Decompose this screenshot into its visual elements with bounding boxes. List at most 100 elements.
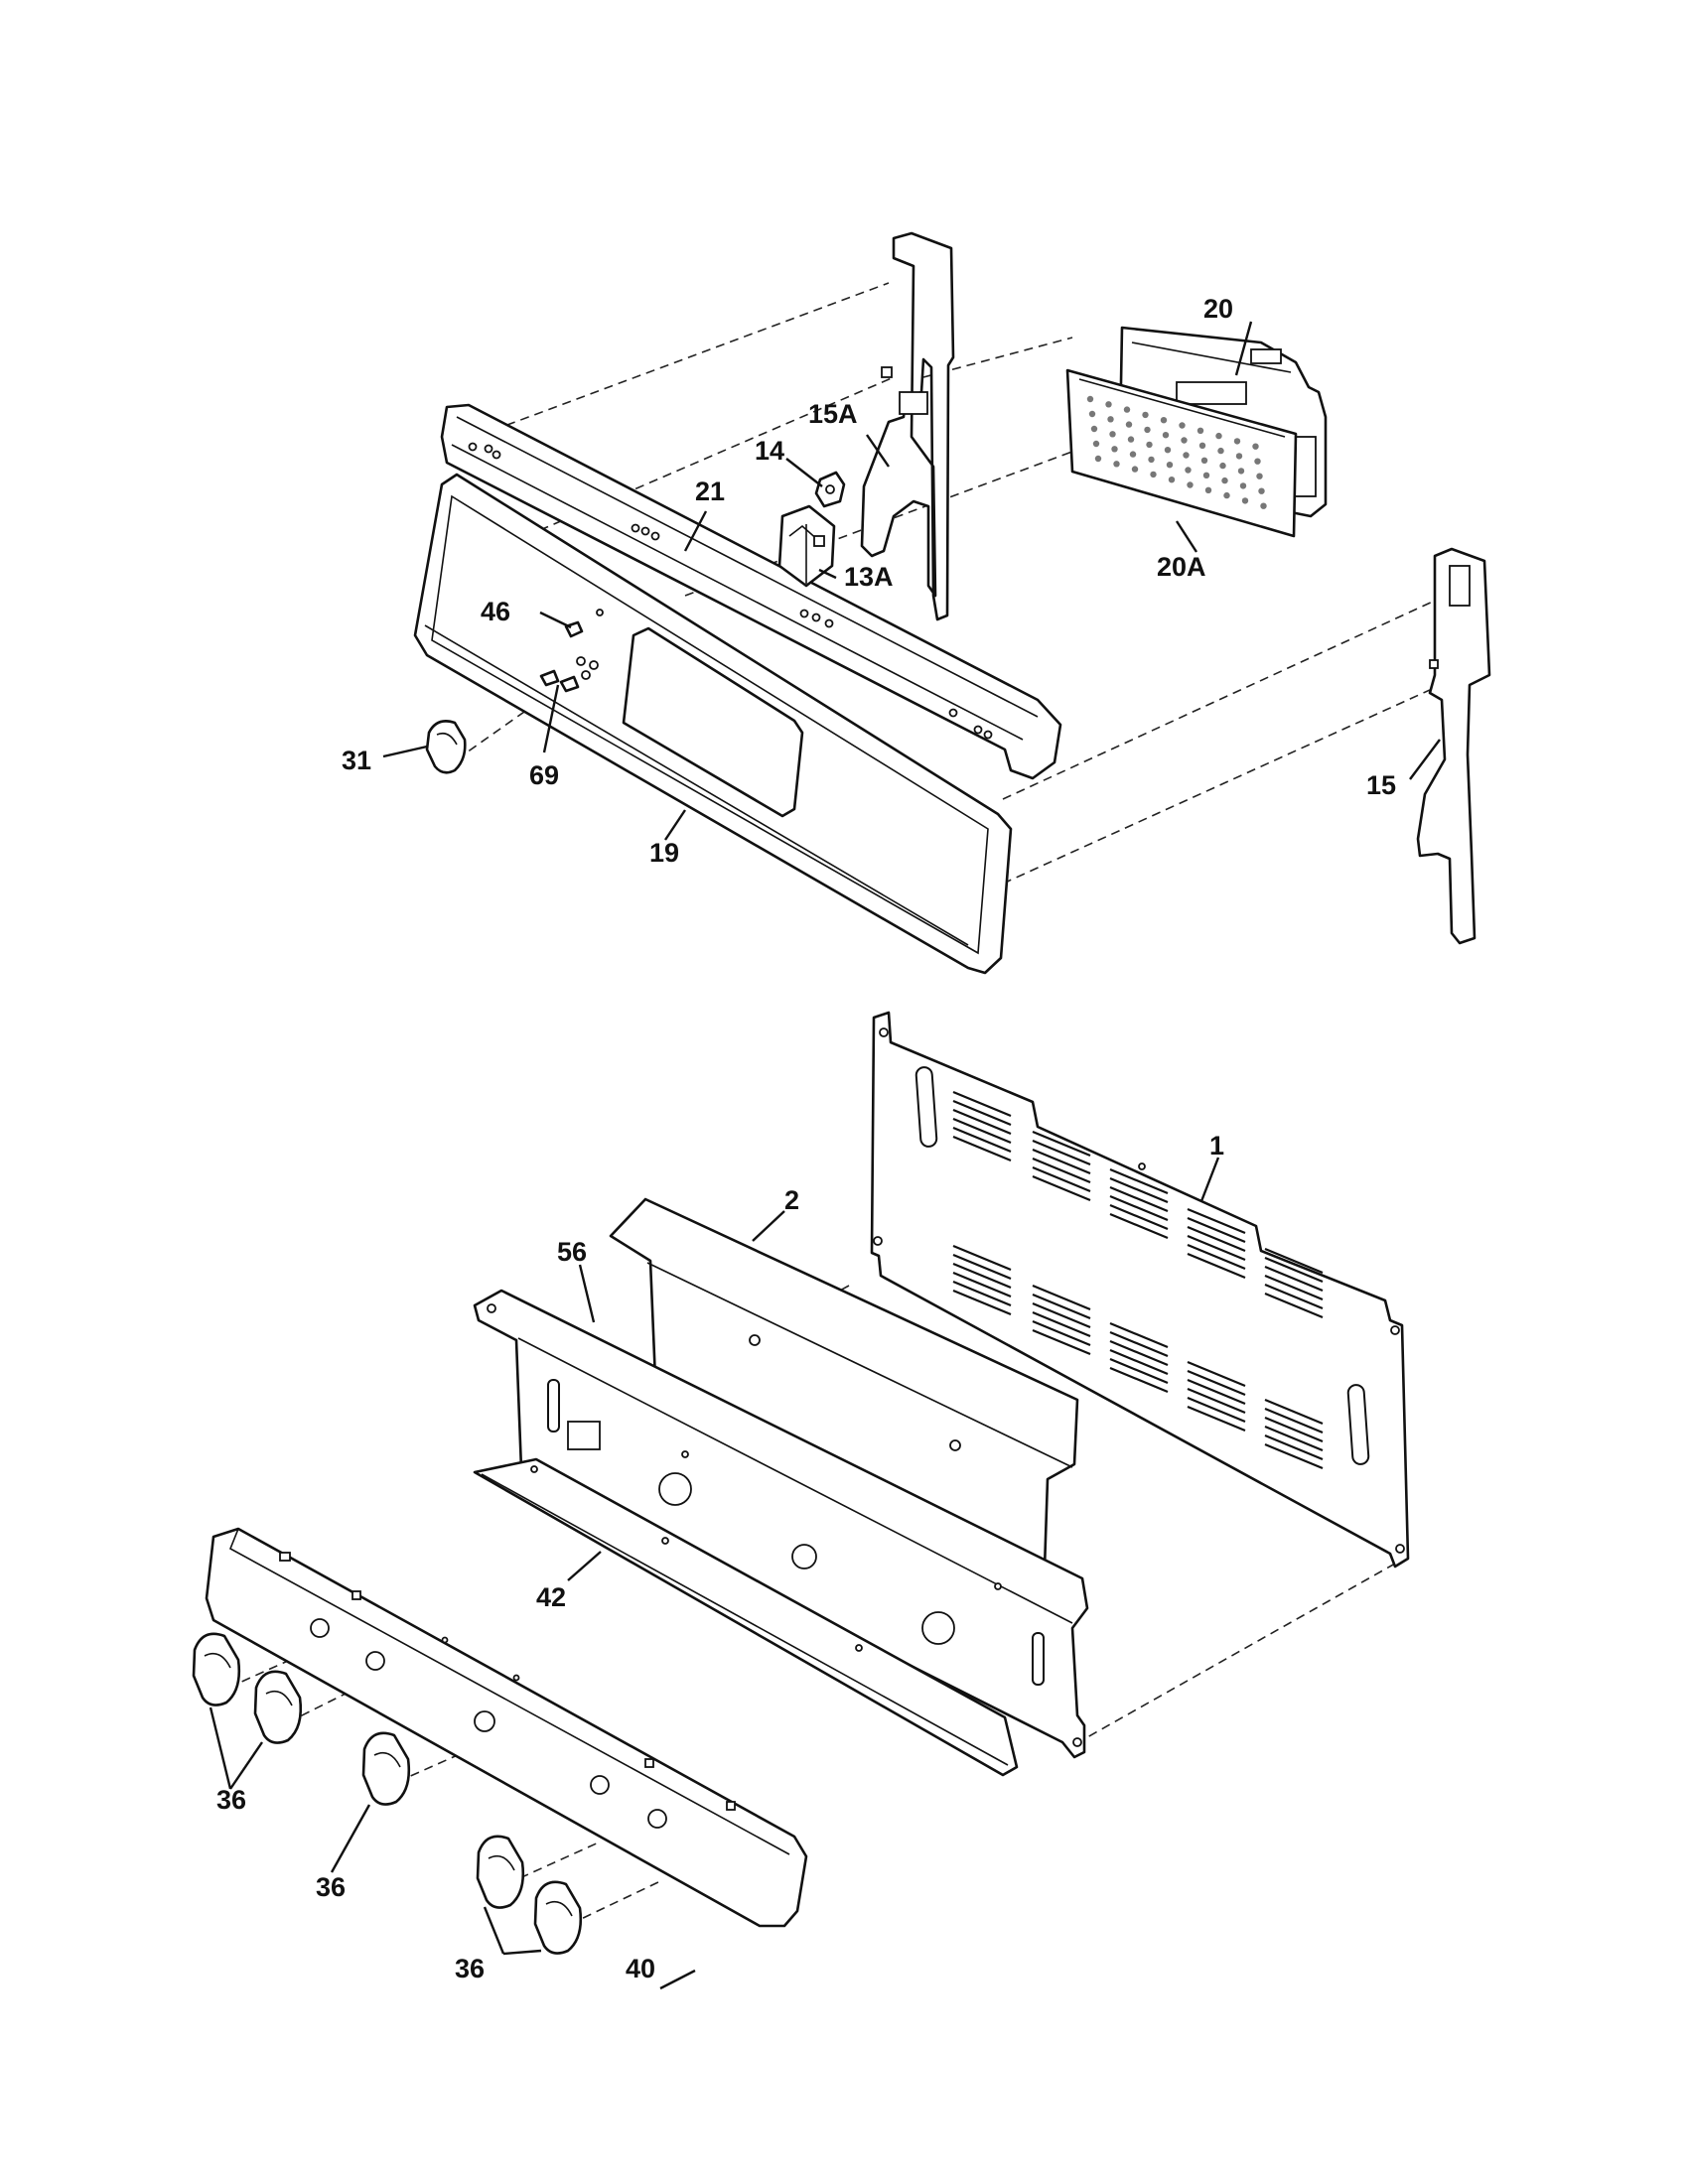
vent-slot (1109, 1348, 1169, 1376)
keypad-button (1258, 487, 1265, 494)
keypad-button (1111, 446, 1118, 453)
callout-21: 21 (695, 477, 725, 506)
vent-slot (1187, 1252, 1246, 1280)
keypad-button (1237, 468, 1245, 475)
vent-slot (1109, 1167, 1169, 1195)
vent-slot (1109, 1366, 1169, 1394)
vent-slot (952, 1253, 1012, 1281)
vent-slot (1187, 1369, 1246, 1397)
vent-slot (952, 1099, 1012, 1127)
keypad-button (1215, 432, 1222, 440)
vent-slot (1264, 1407, 1324, 1434)
vent-slot (1264, 1265, 1324, 1293)
vent-slot (952, 1244, 1012, 1272)
vent-slot (1032, 1174, 1091, 1202)
manifold-panel-40 (205, 1527, 808, 1928)
vent-slot (1109, 1330, 1169, 1358)
vent-slot (1187, 1243, 1246, 1271)
vent-slot (1109, 1339, 1169, 1367)
vent-slot (1032, 1284, 1091, 1311)
side-bracket-15a (860, 231, 955, 621)
keypad-button (1179, 422, 1186, 429)
burner-knob-36-3 (361, 1731, 411, 1806)
keypad-button (1127, 436, 1135, 443)
keypad-button (1144, 426, 1151, 434)
rear-panel-1 (870, 1011, 1410, 1569)
vent-slot (1109, 1176, 1169, 1204)
callout-15a: 15A (808, 399, 858, 429)
vent-slot (1032, 1148, 1091, 1175)
keypad-button (1090, 425, 1098, 433)
callout-46: 46 (481, 597, 510, 626)
vent-slot (1187, 1405, 1246, 1433)
vent-slot (952, 1135, 1012, 1162)
callout-20a: 20A (1157, 552, 1206, 582)
callout-19: 19 (649, 838, 679, 868)
vent-slot (1032, 1328, 1091, 1356)
vent-slot (1109, 1212, 1169, 1240)
vent-slot (1109, 1203, 1169, 1231)
vent-slot (1187, 1378, 1246, 1406)
vent-slot (952, 1262, 1012, 1290)
keypad-button (1183, 452, 1190, 459)
vent-slot (952, 1090, 1012, 1118)
keypad-button (1235, 453, 1243, 460)
side-bracket-15 (1416, 547, 1491, 945)
rear-panel-vents (952, 1090, 1324, 1470)
vent-slot (952, 1126, 1012, 1154)
keypad-button (1086, 395, 1094, 403)
callout-2: 2 (784, 1185, 799, 1215)
vent-slot (1187, 1216, 1246, 1244)
vent-slot (1264, 1425, 1324, 1452)
keypad-button (1200, 457, 1208, 464)
keypad-button (1233, 438, 1241, 445)
callout-36-1: 36 (216, 1785, 246, 1815)
top-trim-21 (440, 403, 1062, 780)
keypad-button (1185, 467, 1192, 474)
knob-31 (425, 720, 467, 774)
screws-69 (539, 669, 580, 693)
keypad-button (1142, 411, 1149, 419)
vent-slot (1187, 1234, 1246, 1262)
keypad-button (1123, 406, 1131, 413)
keypad-button (1198, 442, 1206, 449)
keypad-button (1202, 472, 1210, 478)
keypad-button (1254, 458, 1261, 465)
keypad-button (1252, 443, 1259, 450)
keypad-button (1221, 477, 1228, 484)
keypad-button (1129, 451, 1137, 458)
keypad-button (1088, 410, 1096, 418)
vent-slot (1032, 1165, 1091, 1193)
keypad-button (1166, 462, 1174, 469)
control-panel-19 (413, 473, 1013, 975)
callout-69: 69 (529, 760, 559, 790)
keypad-button (1160, 417, 1168, 424)
keypad-button (1092, 440, 1100, 448)
keypad-button (1204, 486, 1212, 493)
vent-slot (1264, 1247, 1324, 1275)
keypad-button (1256, 473, 1263, 479)
vent-slot (1264, 1256, 1324, 1284)
callout-31: 31 (342, 746, 371, 775)
keypad-button (1196, 427, 1204, 434)
burner-knob-36-1 (192, 1632, 241, 1706)
burner-knob-36-2 (253, 1670, 303, 1744)
callout-42: 42 (536, 1582, 566, 1612)
selector-switch-13a (777, 504, 836, 588)
vent-slot (1264, 1283, 1324, 1310)
vent-slot (1109, 1185, 1169, 1213)
callout-14: 14 (755, 436, 784, 466)
keypad-button (1125, 421, 1133, 428)
keypad-button (1181, 437, 1188, 444)
vent-slot (1109, 1194, 1169, 1222)
callout-36-3: 36 (455, 1954, 485, 1983)
vent-slot (952, 1271, 1012, 1298)
callout-40: 40 (626, 1954, 655, 1983)
callout-36-2: 36 (316, 1872, 346, 1902)
vent-slot (1264, 1433, 1324, 1461)
keypad-button (1260, 502, 1267, 509)
vent-slot (1032, 1157, 1091, 1184)
callout-13a: 13A (844, 562, 894, 592)
keypad-button (1239, 482, 1247, 489)
